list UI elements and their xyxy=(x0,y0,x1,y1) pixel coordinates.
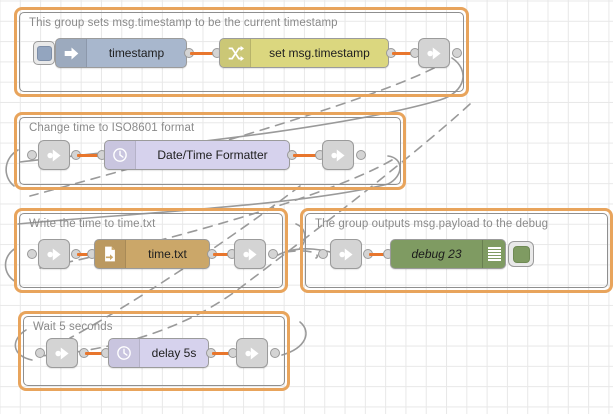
group-timestamp-frame: This group sets msg.timestamp to be the … xyxy=(19,12,464,92)
file-arrow-icon xyxy=(95,240,126,268)
port-out-linkout-2[interactable] xyxy=(356,150,366,160)
link-in-icon xyxy=(46,148,61,162)
group-debug-label: The group outputs msg.payload to the deb… xyxy=(315,218,549,230)
group-iso8601-frame: Change time to ISO8601 format xyxy=(19,117,401,185)
clock-icon xyxy=(105,141,136,169)
wire-linkin2-to-datetime xyxy=(77,154,101,157)
group-writefile-frame: Write the time to time.txt xyxy=(19,213,283,288)
wire-change-to-linkout xyxy=(392,52,414,55)
group-iso8601-label: Change time to ISO8601 format xyxy=(29,122,195,134)
inject-arrow-icon xyxy=(56,39,87,67)
group-debug-frame: The group outputs msg.payload to the deb… xyxy=(305,213,608,288)
clock-glyph xyxy=(113,148,127,162)
port-out-linkout-1[interactable] xyxy=(452,48,462,58)
wire-delay-to-linkout5 xyxy=(212,352,232,355)
group-debug[interactable]: The group outputs msg.payload to the deb… xyxy=(300,208,613,293)
node-delay-5s[interactable]: delay 5s xyxy=(108,338,209,368)
wire-datetime-to-linkout2 xyxy=(293,154,319,157)
node-inject-timestamp-label: timestamp xyxy=(108,46,165,60)
group-timestamp[interactable]: This group sets msg.timestamp to be the … xyxy=(14,7,469,97)
port-in-linkin-4[interactable] xyxy=(318,249,328,259)
group-delay[interactable]: Wait 5 seconds xyxy=(18,311,290,391)
node-inject-timestamp[interactable]: timestamp xyxy=(55,38,187,68)
node-link-out-5[interactable] xyxy=(236,338,268,368)
port-in-linkin-3[interactable] xyxy=(27,249,37,259)
node-change-set-timestamp[interactable]: set msg.timestamp xyxy=(219,38,389,68)
clock-glyph xyxy=(117,346,131,360)
node-delay-label: delay 5s xyxy=(151,346,197,360)
port-in-linkin-2[interactable] xyxy=(27,150,37,160)
group-iso8601[interactable]: Change time to ISO8601 format xyxy=(14,112,406,190)
node-link-in-4[interactable] xyxy=(330,239,362,269)
shuffle-arrows-glyph xyxy=(228,45,244,61)
port-out-linkout-5[interactable] xyxy=(270,348,280,358)
node-datetime-label: Date/Time Formatter xyxy=(157,148,268,162)
group-writefile-label: Write the time to time.txt xyxy=(29,218,156,230)
inject-button-square-icon xyxy=(36,45,52,61)
node-file-label: time.txt xyxy=(148,247,187,261)
file-arrow-glyph xyxy=(105,246,115,262)
debug-enable-toggle[interactable] xyxy=(508,241,534,267)
node-link-out-3[interactable] xyxy=(234,239,266,269)
group-writefile[interactable]: Write the time to time.txt xyxy=(14,208,288,293)
link-in-icon xyxy=(54,346,69,360)
wire-linkin5-to-delay xyxy=(85,352,105,355)
wire-linkin3-to-file xyxy=(77,253,91,256)
group-timestamp-label: This group sets msg.timestamp to be the … xyxy=(29,17,338,29)
wire-linkin4-to-debug xyxy=(369,253,387,256)
link-out-icon xyxy=(330,148,345,162)
clock-icon xyxy=(109,339,140,367)
node-change-label: set msg.timestamp xyxy=(269,46,370,60)
port-out-linkout-3[interactable] xyxy=(268,249,278,259)
node-debug-23[interactable]: debug 23 xyxy=(390,239,506,269)
inject-trigger-button[interactable] xyxy=(33,41,55,65)
node-datetime-formatter[interactable]: Date/Time Formatter xyxy=(104,140,290,170)
group-delay-frame: Wait 5 seconds xyxy=(23,316,285,386)
wire-inject-to-change xyxy=(190,52,216,55)
link-in-icon xyxy=(338,247,353,261)
debug-lines-icon xyxy=(482,240,505,268)
link-out-icon xyxy=(242,247,257,261)
link-out-icon xyxy=(426,46,441,60)
node-debug-label: debug 23 xyxy=(411,247,462,261)
node-link-in-3[interactable] xyxy=(38,239,70,269)
inject-arrow-glyph xyxy=(64,47,78,59)
group-delay-label: Wait 5 seconds xyxy=(33,321,113,333)
node-link-out-2[interactable] xyxy=(322,140,354,170)
wire-file-to-linkout3 xyxy=(213,253,231,256)
debug-toggle-square-icon xyxy=(512,245,530,263)
node-link-in-2[interactable] xyxy=(38,140,70,170)
link-in-icon xyxy=(46,247,61,261)
link-out-icon xyxy=(244,346,259,360)
node-file-write[interactable]: time.txt xyxy=(94,239,210,269)
node-link-in-5[interactable] xyxy=(46,338,78,368)
port-in-linkin-5[interactable] xyxy=(35,348,45,358)
node-link-out-1[interactable] xyxy=(418,38,450,68)
shuffle-arrows-icon xyxy=(220,39,251,67)
